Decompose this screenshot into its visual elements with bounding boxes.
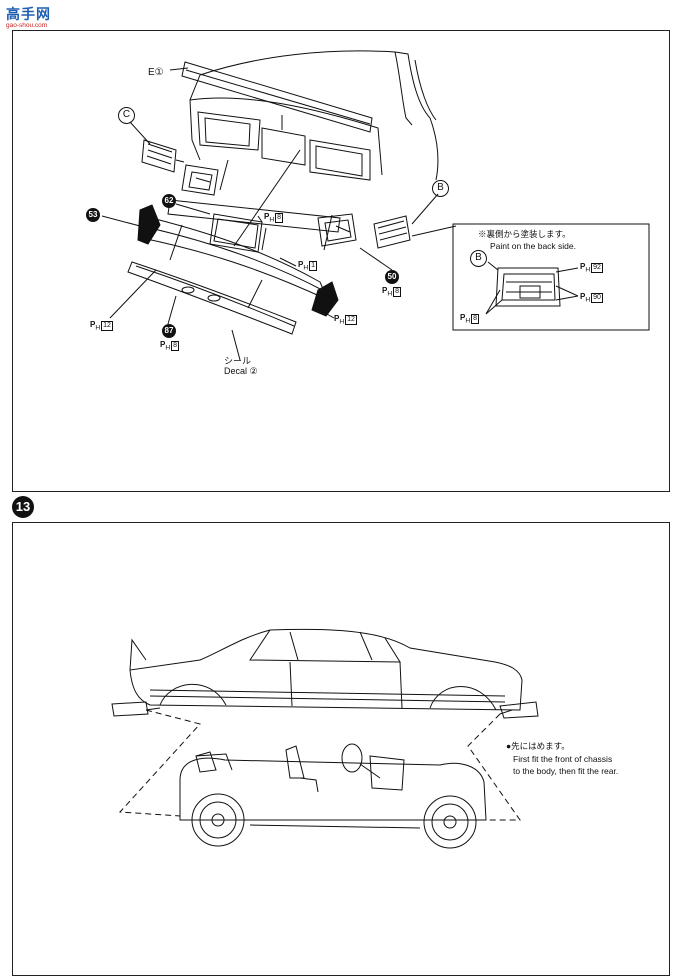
decal-label-en: Decal ② [224,366,258,376]
watermark-url: gao-shou.com [6,22,48,29]
top-assembly-drawing [101,50,650,361]
step-number-badge: 13 [12,496,34,518]
part-number-50: 50 [385,270,399,284]
fit-note-en-line1: First fit the front of chassis [513,754,613,764]
fit-note-en-line2: to the body, then fit the rear. [513,766,619,776]
watermark-brand: 高手网 [6,6,51,22]
paint-note-en: Paint on the back side. [490,241,577,251]
decal-label-jp: シール [224,356,252,366]
detail-part-label-b: B [470,250,487,267]
paint-note-jp: ※裏側から塗装します。 [478,229,571,239]
part-number-87: 87 [162,324,176,338]
fit-note-jp: ●先にはめます。 [506,741,570,751]
part-label-e1: E① [148,67,164,78]
part-label-b: B [432,180,449,197]
part-label-c: C [118,107,135,124]
watermark-logo: 高手网 gao-shou.com [6,4,51,29]
part-number-53: 53 [86,208,100,222]
bottom-assembly-drawing [111,628,539,849]
bottom-assembly-panel [12,522,670,976]
part-number-62: 62 [162,194,176,208]
